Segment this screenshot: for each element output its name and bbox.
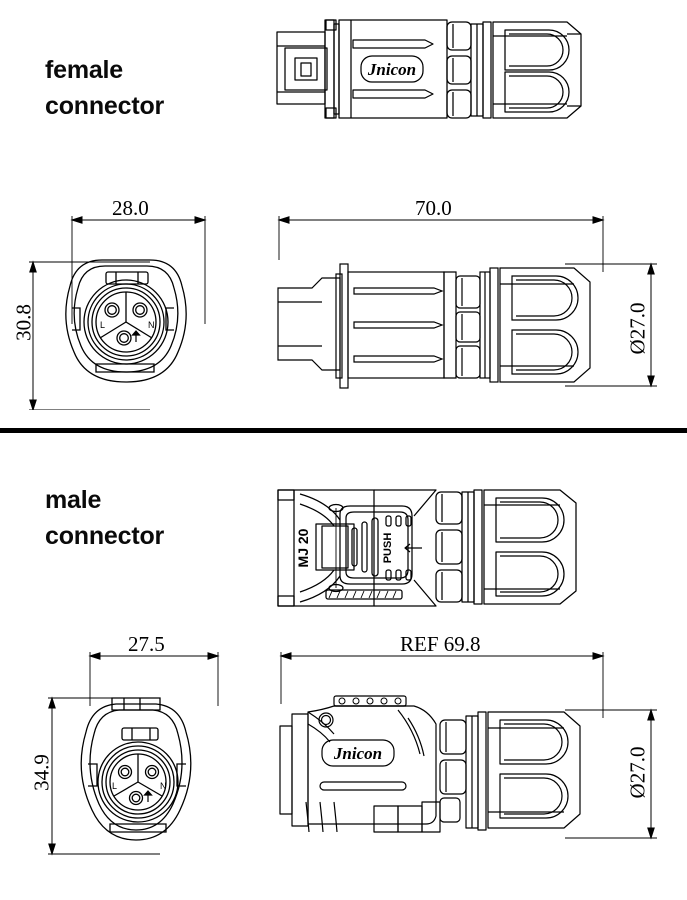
female-connector-label: female connector — [45, 56, 165, 121]
female-side-view — [276, 250, 616, 400]
female-front-dim-lines — [0, 190, 270, 410]
male-front-width-dim: 27.5 — [128, 632, 165, 656]
female-brand-logo: Jnicon — [367, 60, 416, 79]
female-connector-top-illustration: Jnicon — [265, 8, 605, 148]
male-side-length-dim: REF 69.8 — [400, 632, 481, 656]
male-brand-logo: Jnicon — [333, 744, 382, 763]
male-front-dim-lines — [0, 626, 270, 876]
section-divider — [0, 428, 687, 433]
male-side-view: Jnicon — [278, 690, 618, 850]
female-front-view: L N — [62, 252, 212, 392]
female-pin-n-label: N — [148, 320, 155, 330]
male-front-view: L N — [78, 690, 218, 850]
female-side-dim-lines — [265, 190, 687, 405]
male-push-label: PUSH — [382, 533, 394, 564]
female-side-length-dim: 70.0 — [415, 196, 452, 220]
male-connector-top-illustration: MJ 20 — [270, 482, 610, 614]
male-side-dim-lines — [265, 626, 687, 876]
push-arrow-left-icon — [404, 543, 422, 553]
male-ground-icon — [143, 790, 153, 802]
female-pin-l-label: L — [100, 320, 105, 330]
female-front-width-dim: 28.0 — [112, 196, 149, 220]
male-part-marking: MJ 20 — [295, 528, 311, 567]
female-ground-icon — [131, 330, 141, 342]
male-connector-label: male connector — [45, 486, 165, 551]
male-pin-l-label: L — [112, 781, 117, 791]
male-pin-n-label: N — [160, 781, 167, 791]
